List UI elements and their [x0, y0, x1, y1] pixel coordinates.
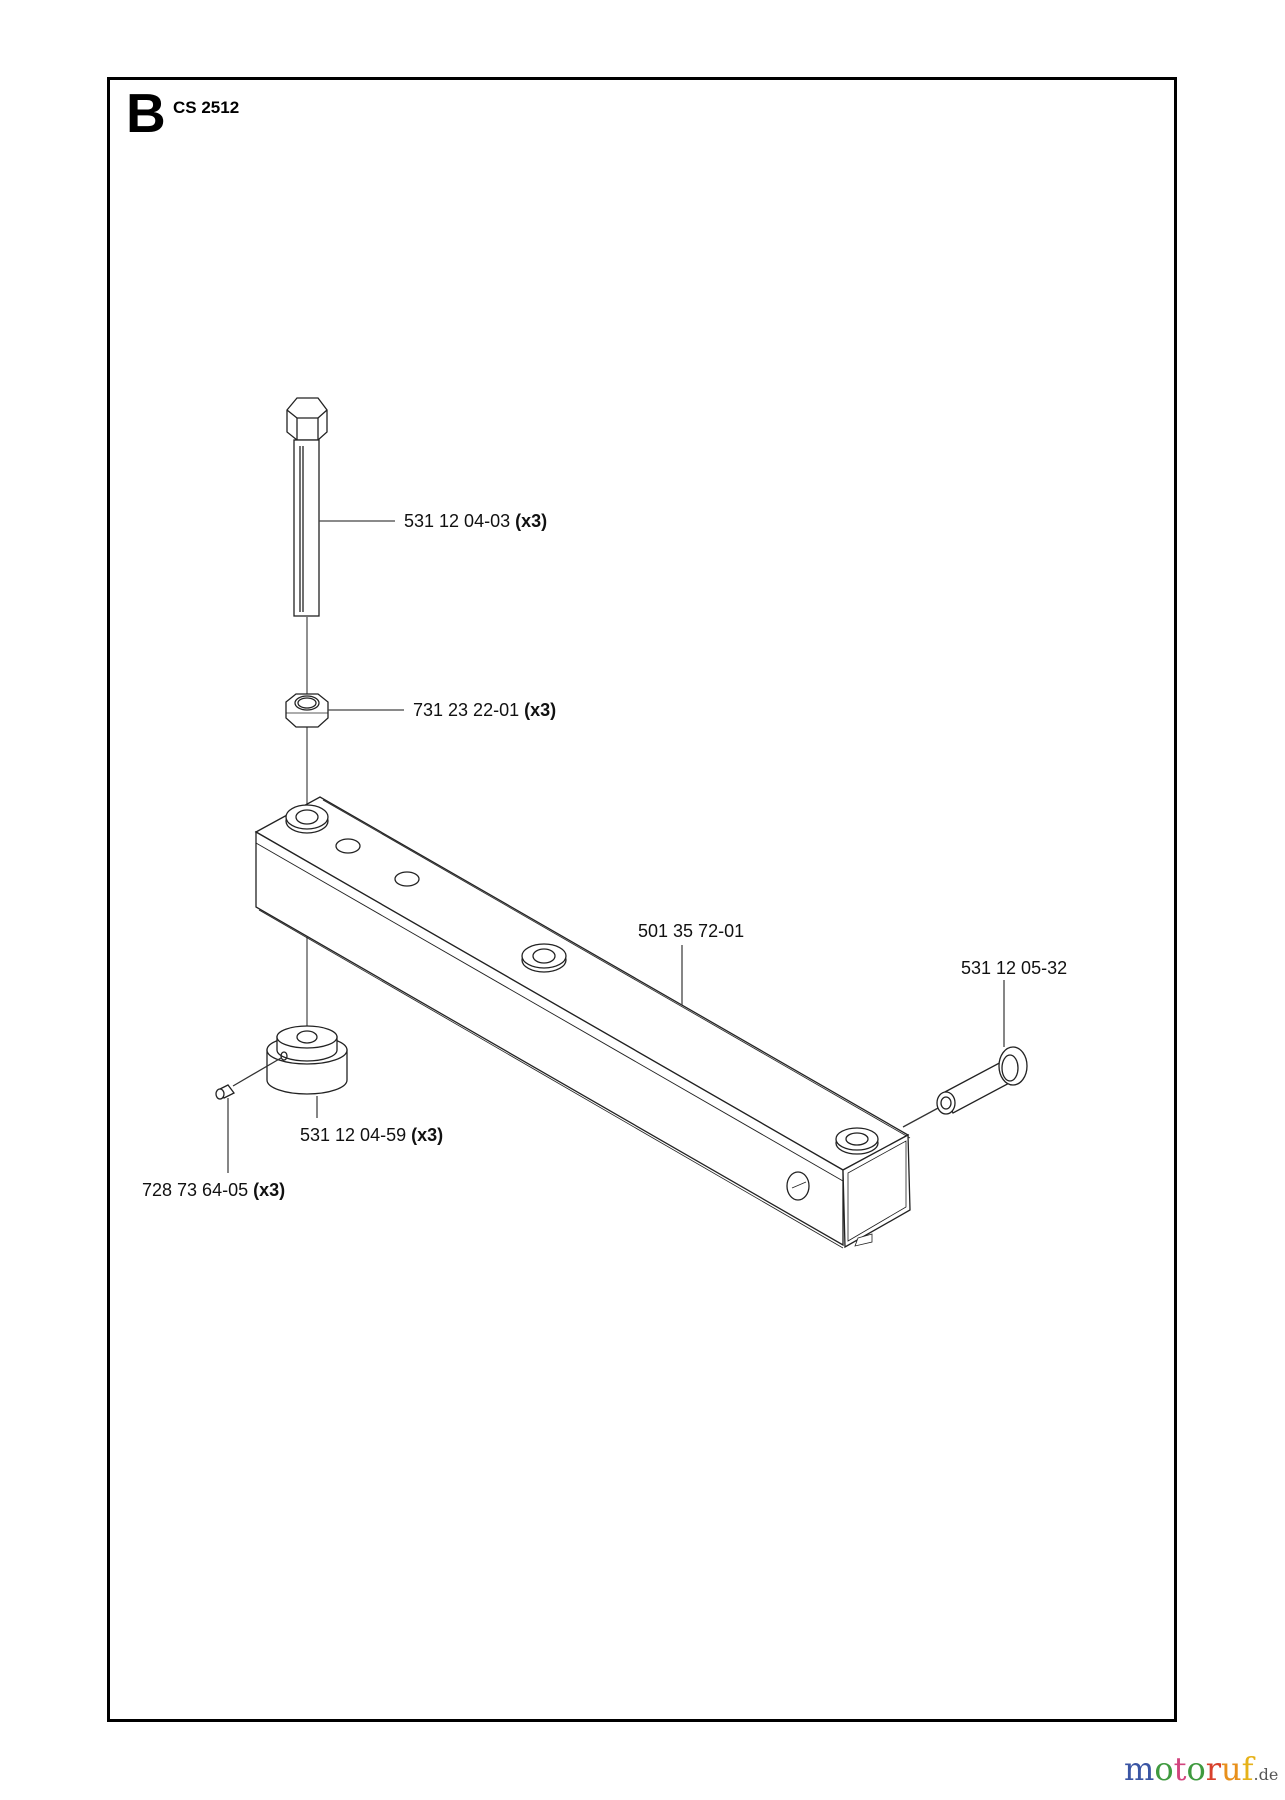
watermark-logo: motoruf.de	[1124, 1753, 1278, 1785]
part-label-bolt: 531 12 04-03 (x3)	[404, 511, 548, 531]
logo-letter: o	[1154, 1750, 1174, 1788]
logo-letter: r	[1205, 1750, 1222, 1788]
bolt-icon	[286, 397, 328, 617]
part-label-collar: 531 12 04-59 (x3)	[300, 1125, 444, 1145]
collar-icon	[266, 1025, 348, 1095]
logo-letter: m	[1124, 1750, 1155, 1788]
nut-icon	[285, 693, 329, 728]
beam-icon	[254, 796, 911, 1249]
part-label-set-screw: 728 73 64-05 (x3)	[142, 1180, 286, 1200]
part-label-nut: 731 23 22-01 (x3)	[413, 700, 557, 720]
part-label-pin: 531 12 05-32	[961, 958, 1068, 978]
pin-icon	[902, 1046, 1028, 1128]
part-label-beam: 501 35 72-01	[638, 921, 745, 941]
section-letter: B	[126, 82, 166, 144]
logo-letter: t	[1173, 1750, 1187, 1788]
logo-letter: o	[1186, 1750, 1206, 1788]
model-name: CS 2512	[173, 98, 240, 117]
set-screw-icon	[215, 1057, 282, 1100]
logo-tld: .de	[1253, 1765, 1279, 1784]
logo-letter: f	[1241, 1750, 1254, 1788]
logo-letter: u	[1221, 1750, 1242, 1788]
